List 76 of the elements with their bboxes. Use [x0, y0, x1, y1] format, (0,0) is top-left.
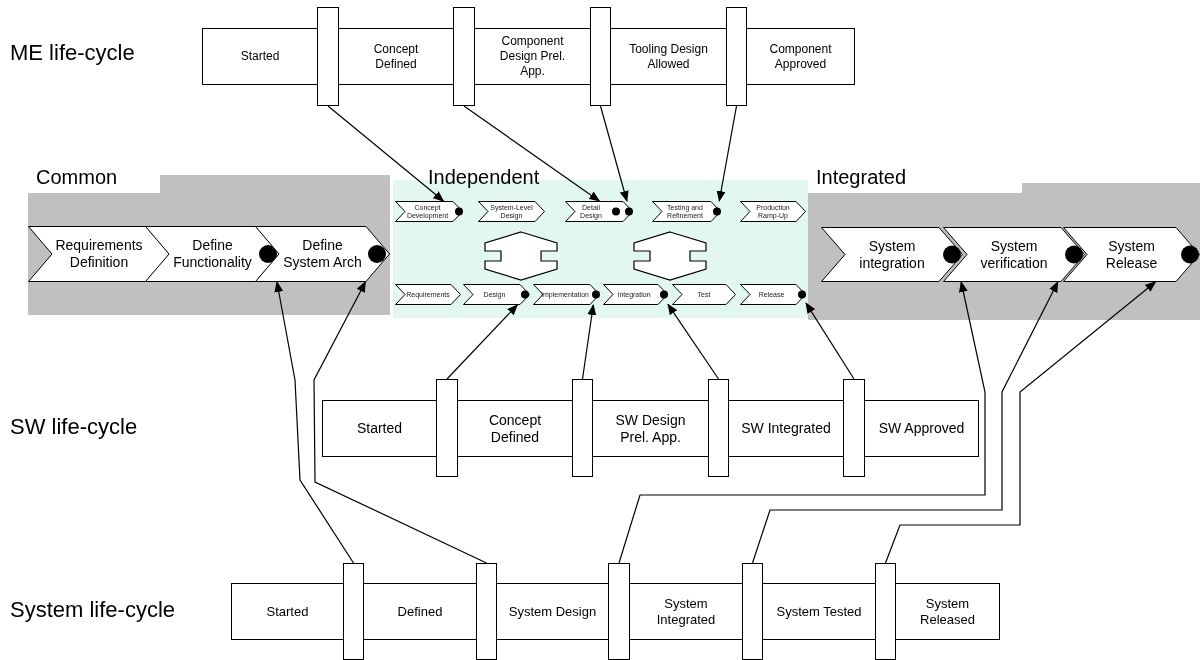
gate-bar [726, 7, 747, 106]
stage-box [593, 400, 708, 457]
stage-label: Concept Defined [487, 411, 543, 446]
stage-box [611, 28, 726, 85]
stage-label: System Released [919, 595, 976, 628]
arrow [751, 281, 1059, 564]
arrow [716, 105, 738, 202]
chevron-step [255, 226, 390, 282]
stage-box [202, 28, 317, 85]
stage-box [497, 583, 608, 640]
stage-label: System Integrated [655, 595, 717, 628]
stage-box [231, 583, 343, 640]
arrow [805, 302, 855, 380]
row-label: ME life-cycle [10, 40, 135, 65]
stage-label: System Design [507, 603, 598, 620]
arrow [446, 304, 518, 380]
stage-label: Tooling Design Allowed [628, 41, 709, 72]
stage-box [630, 583, 742, 640]
stage-label: Defined [396, 603, 444, 620]
stage-label: SW Design Prel. App. [614, 411, 687, 446]
stage-label: System Tested [775, 603, 863, 620]
stage-box [729, 400, 843, 457]
stage-box [747, 28, 855, 85]
arrow [599, 105, 629, 202]
row-label: System life-cycle [10, 597, 176, 622]
stage-box [339, 28, 453, 85]
gate-bar [476, 563, 497, 660]
stage-box [865, 400, 979, 457]
gate-bar [317, 7, 339, 106]
stage-label: Component Design Prel. App. [498, 34, 567, 79]
phase-heading: Common [36, 166, 118, 188]
gate-bar [590, 7, 611, 106]
step-label: System integration [858, 237, 926, 272]
arrow [463, 105, 601, 202]
stage-box [896, 583, 1000, 640]
arrow [327, 105, 445, 202]
chevron-step [943, 227, 1085, 282]
step-label: System verification [979, 237, 1049, 272]
arrow [581, 304, 597, 380]
step-label: Define System Arch [282, 237, 363, 271]
step-label: Requirements Definition [54, 237, 144, 271]
stage-box [475, 28, 590, 85]
step-label: System Release [1104, 237, 1159, 272]
step-label: Define Functionality [172, 237, 253, 271]
gate-bar [436, 379, 458, 477]
stage-label: Component Approved [768, 41, 833, 72]
arrow [884, 281, 1157, 564]
gate-bar [572, 379, 593, 477]
gate-bar [708, 379, 729, 477]
stage-label: Concept Defined [372, 41, 420, 72]
stage-box [364, 583, 476, 640]
gate-bar [742, 563, 763, 660]
arrow [618, 281, 986, 564]
gate-bar [453, 7, 475, 106]
gate-bar [875, 563, 896, 660]
chevron-step [1063, 227, 1200, 282]
gate-bar [343, 563, 364, 660]
stage-label: SW Integrated [740, 420, 832, 437]
phase-heading: Integrated [816, 166, 907, 188]
gate-bar [608, 563, 630, 660]
row-label: SW life-cycle [10, 414, 138, 439]
stage-label: Started [355, 420, 404, 437]
arrow [313, 281, 488, 564]
double-arrow [633, 231, 707, 281]
arrow [274, 281, 355, 564]
stage-label: Started [239, 49, 281, 64]
stage-label: SW Approved [877, 420, 966, 437]
stage-box [763, 583, 875, 640]
double-arrow [484, 231, 558, 281]
gate-bar [843, 379, 865, 477]
phase-heading: Independent [428, 166, 540, 188]
chevron-step [821, 227, 963, 282]
arrow [667, 303, 720, 380]
stage-box [322, 400, 436, 457]
stage-box [458, 400, 572, 457]
stage-label: Started [265, 603, 310, 620]
